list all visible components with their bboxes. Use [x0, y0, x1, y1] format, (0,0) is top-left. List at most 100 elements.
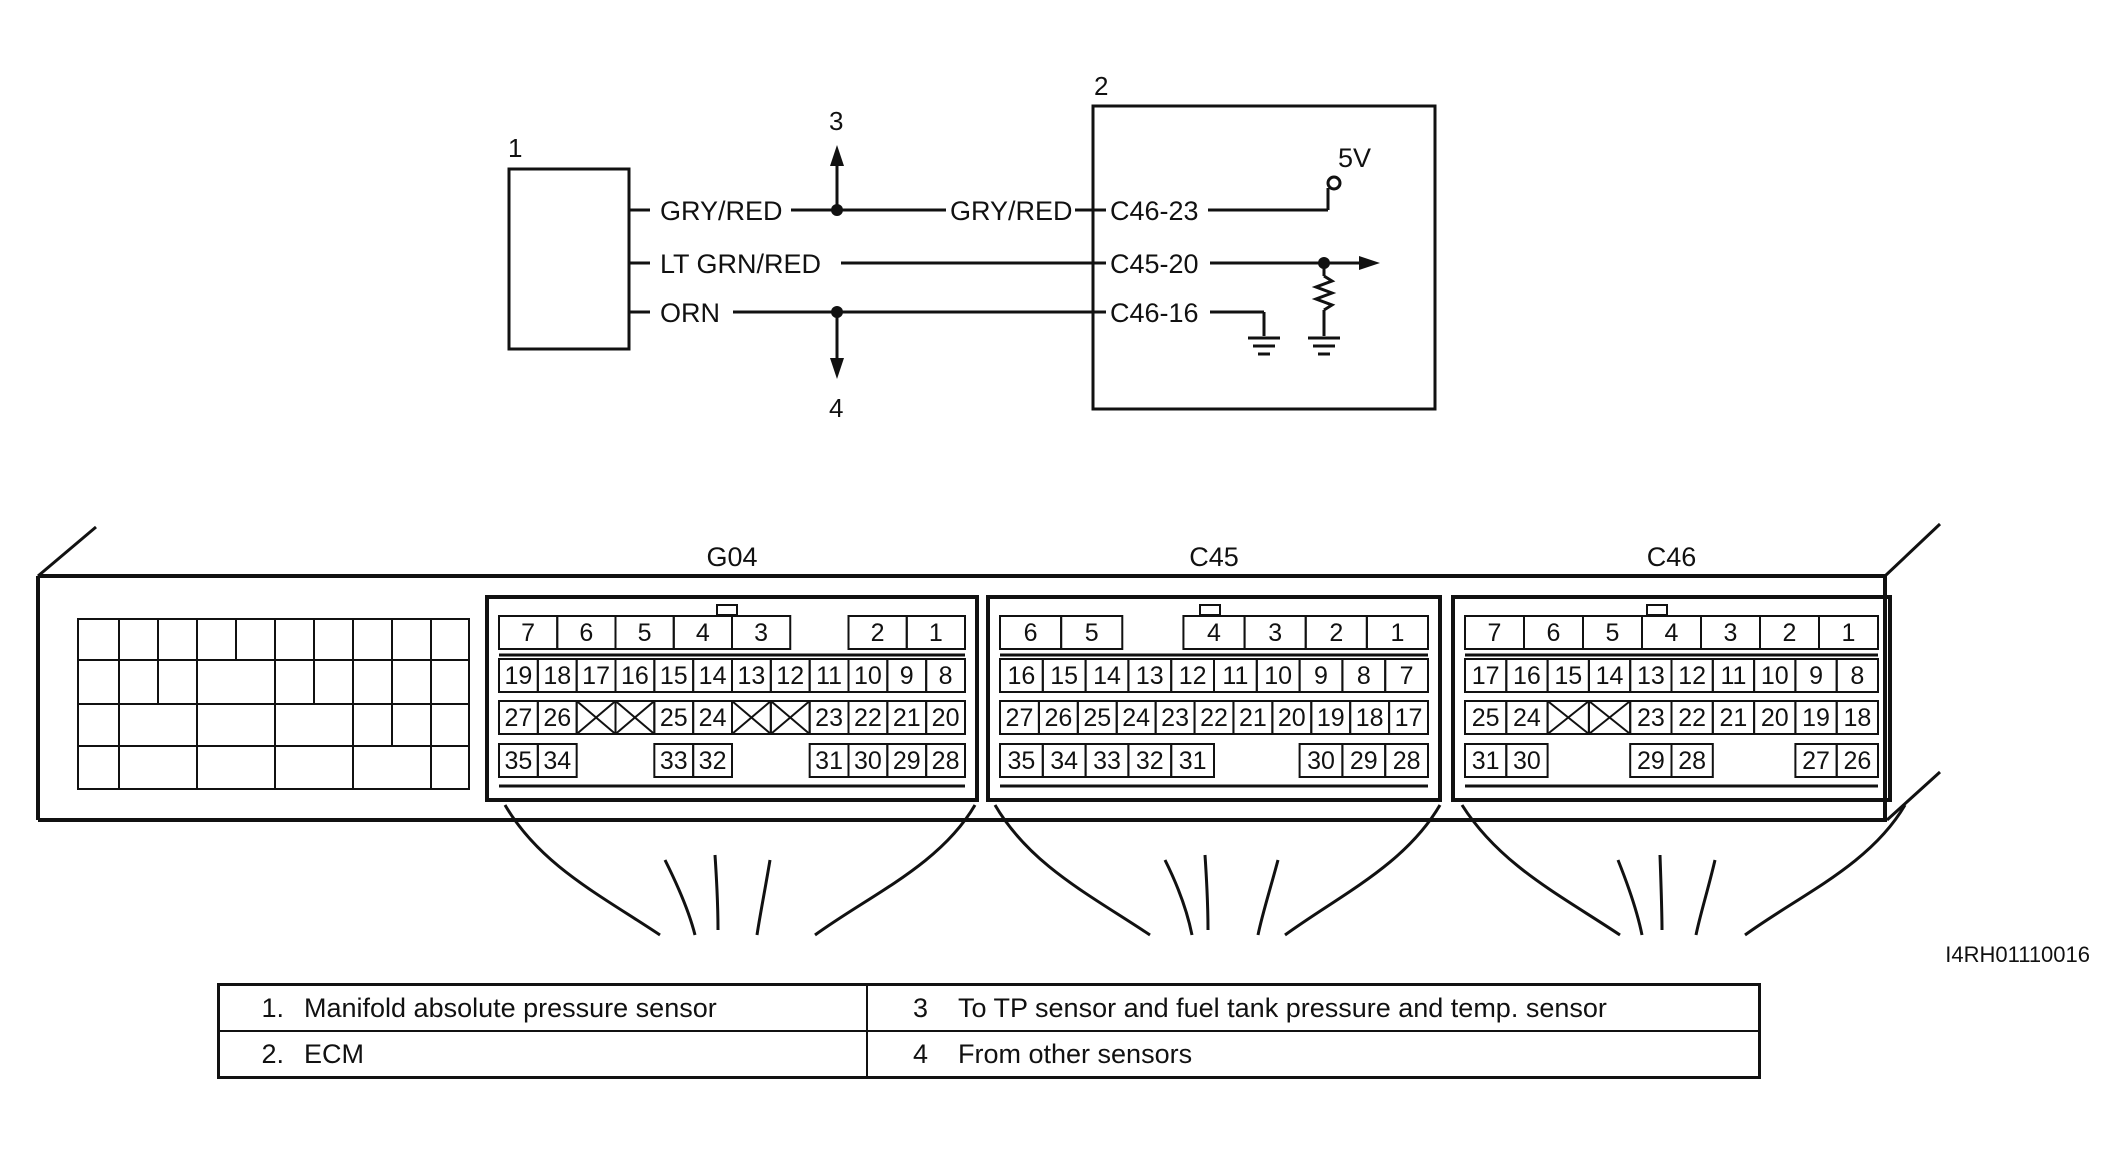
pin-number: 5: [1606, 619, 1620, 647]
pin-number: 18: [1843, 704, 1871, 732]
arrow-down-icon: [830, 358, 844, 379]
cross-mark: [731, 700, 772, 735]
ground-symbol: [1308, 336, 1340, 356]
pin-number: 29: [1637, 747, 1665, 775]
figure-id: I4RH01110016: [1945, 942, 2090, 967]
pin-number: 26: [1843, 747, 1871, 775]
callout-sensor: 1: [508, 133, 522, 163]
legend-number: 1.: [261, 992, 284, 1023]
legend-row: 1.Manifold absolute pressure sensor 3 To …: [217, 983, 1761, 1032]
legend-cell: 3 To TP sensor and fuel tank pressure and…: [866, 983, 1761, 1032]
pin-number: 2: [871, 619, 885, 647]
terminal-label: C46-16: [1110, 298, 1199, 328]
pin-number: 35: [505, 747, 533, 775]
pin-cell: [1388, 700, 1430, 735]
pin-number: 6: [579, 619, 593, 647]
pin-number: 17: [1472, 662, 1500, 690]
pin-number: 1: [1842, 619, 1856, 647]
arrow-right-icon: [1359, 256, 1380, 270]
pin-number: 18: [543, 662, 571, 690]
pin-number: 34: [1050, 747, 1078, 775]
pin-number: 16: [1007, 662, 1035, 690]
pin-number: 27: [505, 704, 533, 732]
connector-frame: [485, 595, 979, 802]
pin-number: 30: [854, 747, 882, 775]
pin-number: 7: [1400, 662, 1414, 690]
pin-cell: [905, 615, 966, 650]
pin-number: 29: [893, 747, 921, 775]
pin-number: 19: [1317, 704, 1345, 732]
pin-number: 21: [893, 704, 921, 732]
pin-number: 23: [1637, 704, 1665, 732]
pin-number: 17: [582, 662, 610, 690]
pin-number: 13: [1136, 662, 1164, 690]
cross-mark: [1546, 700, 1590, 735]
connector-frame: [986, 595, 1442, 802]
legend-cell: 1.Manifold absolute pressure sensor: [217, 983, 868, 1032]
pin-number: 28: [1678, 747, 1706, 775]
junction-dot: [831, 204, 843, 216]
pin-number: 6: [1547, 619, 1561, 647]
pin-number: 34: [543, 747, 571, 775]
pin-number: 16: [1513, 662, 1541, 690]
pin-cell: [1835, 743, 1879, 778]
pin-number: 8: [1357, 662, 1371, 690]
cross-mark: [614, 700, 655, 735]
pin-number: 24: [1122, 704, 1150, 732]
pin-number: 26: [543, 704, 571, 732]
ecm-box: [1091, 104, 1437, 411]
pin-number: 23: [1161, 704, 1189, 732]
pin-number: 9: [1314, 662, 1328, 690]
legend-table: 1.Manifold absolute pressure sensor 3 To …: [217, 983, 1761, 1079]
pin-number: 14: [1093, 662, 1121, 690]
pin-number: 30: [1513, 747, 1541, 775]
map-sensor-box: [507, 167, 631, 351]
schematic: [507, 104, 1437, 411]
pin-number: 21: [1239, 704, 1267, 732]
pin-number: 31: [815, 747, 843, 775]
legend-text: To TP sensor and fuel tank pressure and …: [958, 992, 1607, 1023]
pin-number: 22: [1200, 704, 1228, 732]
pin-number: 32: [699, 747, 727, 775]
pin-number: 25: [1472, 704, 1500, 732]
pin-number: 3: [754, 619, 768, 647]
pin-number: 20: [932, 704, 960, 732]
pin-number: 2: [1329, 619, 1343, 647]
housing-grid: [77, 618, 470, 790]
legend-number: 3: [912, 992, 928, 1023]
pin-number: 1: [929, 619, 943, 647]
supply-voltage-label: 5V: [1338, 143, 1371, 173]
pin-cell: [1670, 743, 1714, 778]
cross-mark: [770, 700, 811, 735]
pin-number: 20: [1761, 704, 1789, 732]
legend-number: 2.: [261, 1038, 284, 1069]
pin-number: 15: [1050, 662, 1078, 690]
pin-number: 18: [1356, 704, 1384, 732]
pin-number: 26: [1044, 704, 1072, 732]
pin-number: 31: [1472, 747, 1500, 775]
junction-dot: [1318, 257, 1330, 269]
connector-key-icon: [1199, 604, 1221, 616]
legend-cell: 2.ECM: [217, 1030, 868, 1079]
pin-number: 23: [815, 704, 843, 732]
pin-cell: [536, 743, 578, 778]
ecm-housing: [36, 522, 1942, 822]
pin-number: 12: [1179, 662, 1207, 690]
pin-number: 20: [1278, 704, 1306, 732]
pin-number: 4: [1207, 619, 1221, 647]
pin-number: 22: [1678, 704, 1706, 732]
pin-cell: [1835, 658, 1879, 693]
callout-from-sensors: 4: [829, 393, 843, 423]
pin-number: 15: [660, 662, 688, 690]
pin-number: 13: [1637, 662, 1665, 690]
pin-cell: [1384, 743, 1429, 778]
pin-cell: [1170, 743, 1215, 778]
callout-to-sensors: 3: [829, 106, 843, 136]
legend-text: From other sensors: [958, 1038, 1193, 1069]
pin-number: 25: [1083, 704, 1111, 732]
wire-label: ORN: [660, 298, 720, 328]
